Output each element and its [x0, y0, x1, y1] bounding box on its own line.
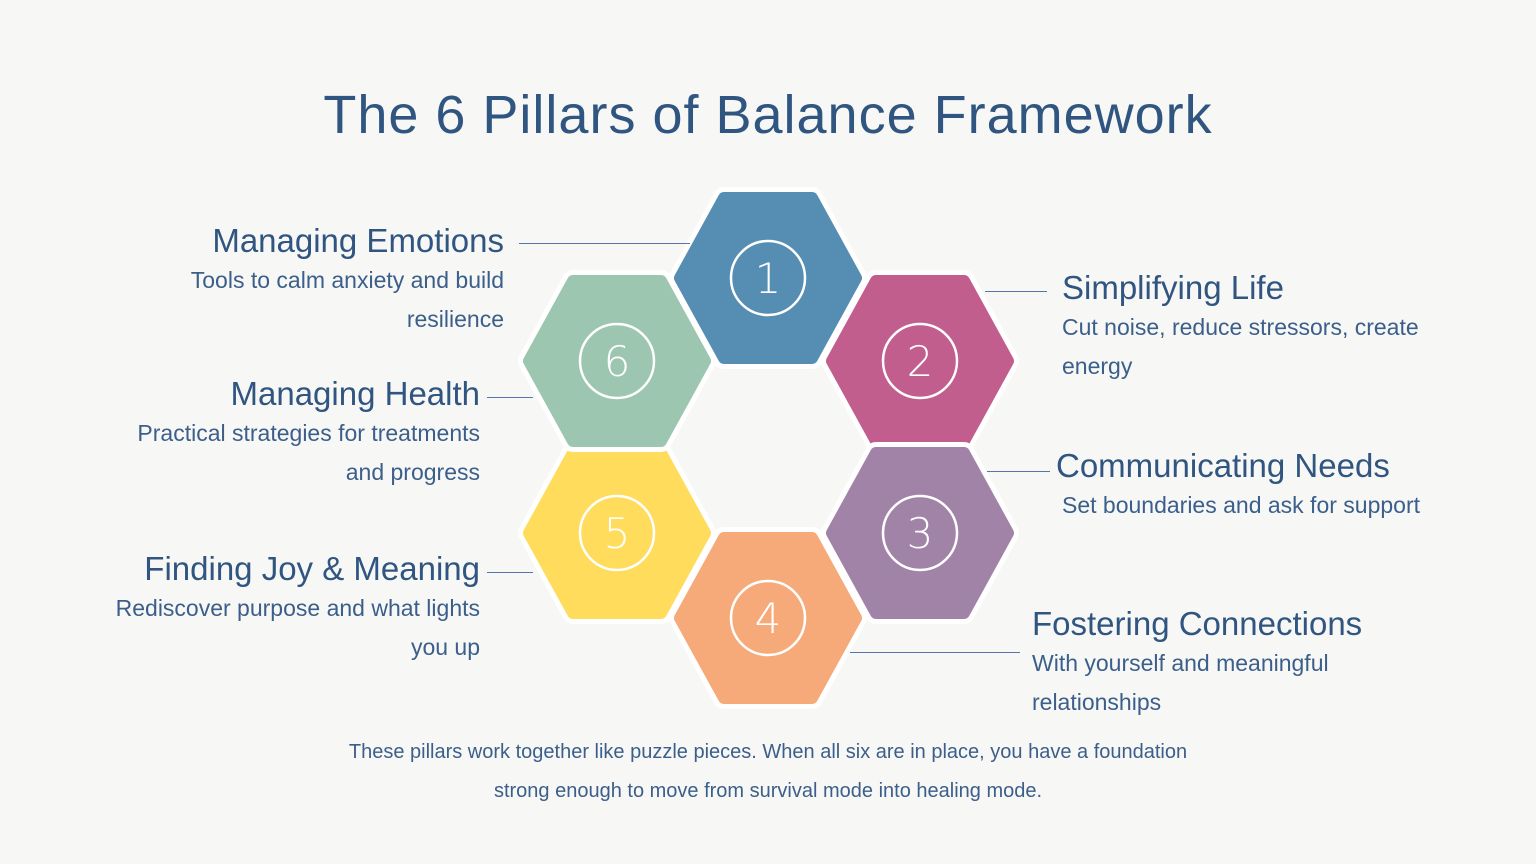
- pillar-5-label: Finding Joy & Meaning Rediscover purpose…: [116, 549, 480, 667]
- footer-note: These pillars work together like puzzle …: [0, 733, 1536, 811]
- pillar-description: Tools to calm anxiety and build: [190, 267, 504, 293]
- pillar-number: 1: [755, 254, 782, 303]
- pillar-1-hexagon: 1: [669, 187, 867, 369]
- pillar-heading: Finding Joy & Meaning: [144, 550, 480, 587]
- pillar-description: relationships: [1032, 689, 1162, 715]
- pillar-4-hexagon: 4: [669, 527, 867, 709]
- connector-line-5: [487, 572, 533, 573]
- connector-line-3: [987, 471, 1050, 472]
- pillar-1-label: Managing Emotions Tools to calm anxiety …: [191, 221, 504, 339]
- connector-line-4: [850, 652, 1020, 653]
- connector-line-2: [985, 291, 1047, 292]
- pillar-description: Rediscover purpose and what lights: [115, 595, 480, 621]
- pillar-number: 6: [604, 337, 631, 386]
- pillar-number: 4: [755, 594, 782, 643]
- page-title: The 6 Pillars of Balance Framework: [323, 85, 1213, 145]
- hexagon-fill: [674, 532, 862, 704]
- pillar-heading: Fostering Connections: [1032, 605, 1363, 642]
- hexagon-fill: [826, 275, 1014, 447]
- pillar-6-hexagon: 6: [518, 270, 716, 452]
- number-circle: [729, 239, 807, 317]
- hexagon-fill: [523, 275, 711, 447]
- pillar-description: and progress: [345, 459, 480, 485]
- pillar-5-hexagon: 5: [518, 442, 716, 624]
- number-circle: [729, 579, 807, 657]
- pillar-description: you up: [410, 634, 480, 660]
- number-circle: [578, 494, 656, 572]
- connector-line-6: [487, 397, 533, 398]
- pillar-description: resilience: [406, 306, 504, 332]
- pillar-description: With yourself and meaningful: [1032, 650, 1329, 676]
- pillar-number: 5: [604, 509, 631, 558]
- pillar-heading: Managing Health: [230, 375, 481, 412]
- pillar-2-label: Simplifying Life Cut noise, reduce stres…: [1062, 268, 1419, 386]
- pillar-3-label: Communicating Needs Set boundaries and a…: [1056, 446, 1420, 525]
- pillar-heading: Managing Emotions: [212, 222, 504, 259]
- number-circle: [881, 494, 959, 572]
- pillar-description: energy: [1062, 353, 1133, 379]
- pillar-4-label: Fostering Connections With yourself and …: [1032, 604, 1362, 722]
- pillar-heading: Simplifying Life: [1062, 269, 1284, 306]
- footer-line: strong enough to move from survival mode…: [493, 780, 1043, 802]
- hexagon-fill: [674, 192, 862, 364]
- pillar-description: Practical strategies for treatments: [137, 420, 480, 446]
- pillar-number: 2: [907, 337, 934, 386]
- hexagon-fill: [523, 447, 711, 619]
- pillar-6-label: Managing Health Practical strategies for…: [137, 374, 480, 492]
- pillar-number: 3: [907, 509, 934, 558]
- pillar-description: Cut noise, reduce stressors, create: [1062, 314, 1419, 340]
- number-circle: [881, 322, 959, 400]
- hexagon-fill: [826, 447, 1014, 619]
- pillar-2-hexagon: 2: [821, 270, 1019, 452]
- pillar-heading: Communicating Needs: [1056, 447, 1390, 484]
- pillar-description: Set boundaries and ask for support: [1062, 492, 1421, 518]
- connector-line-1: [519, 243, 690, 244]
- number-circle: [578, 322, 656, 400]
- footer-line: These pillars work together like puzzle …: [348, 741, 1188, 763]
- pillar-3-hexagon: 3: [821, 442, 1019, 624]
